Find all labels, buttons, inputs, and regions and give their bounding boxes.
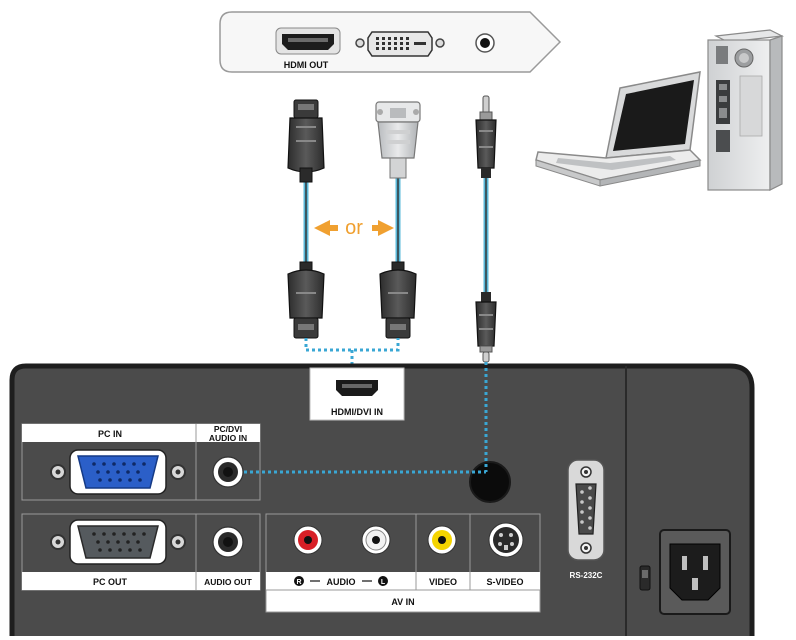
or-selector: or xyxy=(314,217,394,239)
audio-plug-icon xyxy=(475,292,497,363)
vga-port-icon xyxy=(50,519,186,565)
rs232c-label: RS-232C xyxy=(570,571,603,580)
pc-dvi-audio-in-label: PC/DVI xyxy=(214,424,242,434)
audio-out-label: AUDIO OUT xyxy=(204,577,253,587)
dvi-plug-icon xyxy=(375,101,421,179)
dotted-link-hdmi xyxy=(304,338,400,366)
rca-jack-icon xyxy=(361,525,391,555)
video-label: VIDEO xyxy=(429,577,457,587)
hdmi-dvi-in-port: HDMI/DVI IN xyxy=(309,367,405,421)
hdmi-dvi-in-label: HDMI/DVI IN xyxy=(331,407,383,417)
audio-jack-icon xyxy=(212,456,244,488)
pc-dvi-audio-in-label: AUDIO IN xyxy=(209,433,247,443)
audio-plug-icon xyxy=(475,95,497,178)
dotted-link-audio xyxy=(244,362,488,474)
av-in-label: AV IN xyxy=(391,597,414,607)
serial-port-icon xyxy=(567,459,605,561)
pc-in-label: PC IN xyxy=(98,429,122,439)
rca-jack-icon xyxy=(293,525,323,555)
hdmi-plug-icon xyxy=(379,261,417,339)
audio-jack-icon xyxy=(212,526,244,558)
hdmi-port-icon xyxy=(275,27,341,55)
pc-in-block: PC IN PC/DVI AUDIO IN xyxy=(21,423,261,501)
dvi-port-icon xyxy=(355,31,445,57)
audio-right-badge: R xyxy=(296,579,301,586)
rca-jack-icon xyxy=(427,525,457,555)
audio-jack-icon xyxy=(469,461,511,503)
audio-label: AUDIO xyxy=(327,577,356,587)
pc-out-block: PC OUT AUDIO OUT xyxy=(21,513,261,591)
desktop-tower-icon xyxy=(707,29,785,191)
vga-port-icon xyxy=(50,449,186,495)
or-label: or xyxy=(345,217,363,239)
s-video-label: S-VIDEO xyxy=(486,577,523,587)
s-video-port-icon xyxy=(488,522,524,558)
av-in-block: R AUDIO L VIDEO S-VIDEO AV IN xyxy=(265,513,541,613)
audio-left-badge: L xyxy=(381,579,386,586)
audio-jack-icon xyxy=(475,33,495,53)
audio-channel-badge-right: R xyxy=(294,576,304,586)
audio-channel-badge-left: L xyxy=(378,576,388,586)
laptop-icon xyxy=(535,71,702,187)
source-output-card: HDMI OUT xyxy=(219,11,562,73)
pc-out-label: PC OUT xyxy=(93,577,128,587)
hdmi-plug-icon xyxy=(287,261,325,339)
cable-lines xyxy=(303,173,489,299)
hdmi-plug-icon xyxy=(287,99,325,183)
hdmi-out-label: HDMI OUT xyxy=(284,60,329,70)
power-socket-icon xyxy=(639,529,731,615)
